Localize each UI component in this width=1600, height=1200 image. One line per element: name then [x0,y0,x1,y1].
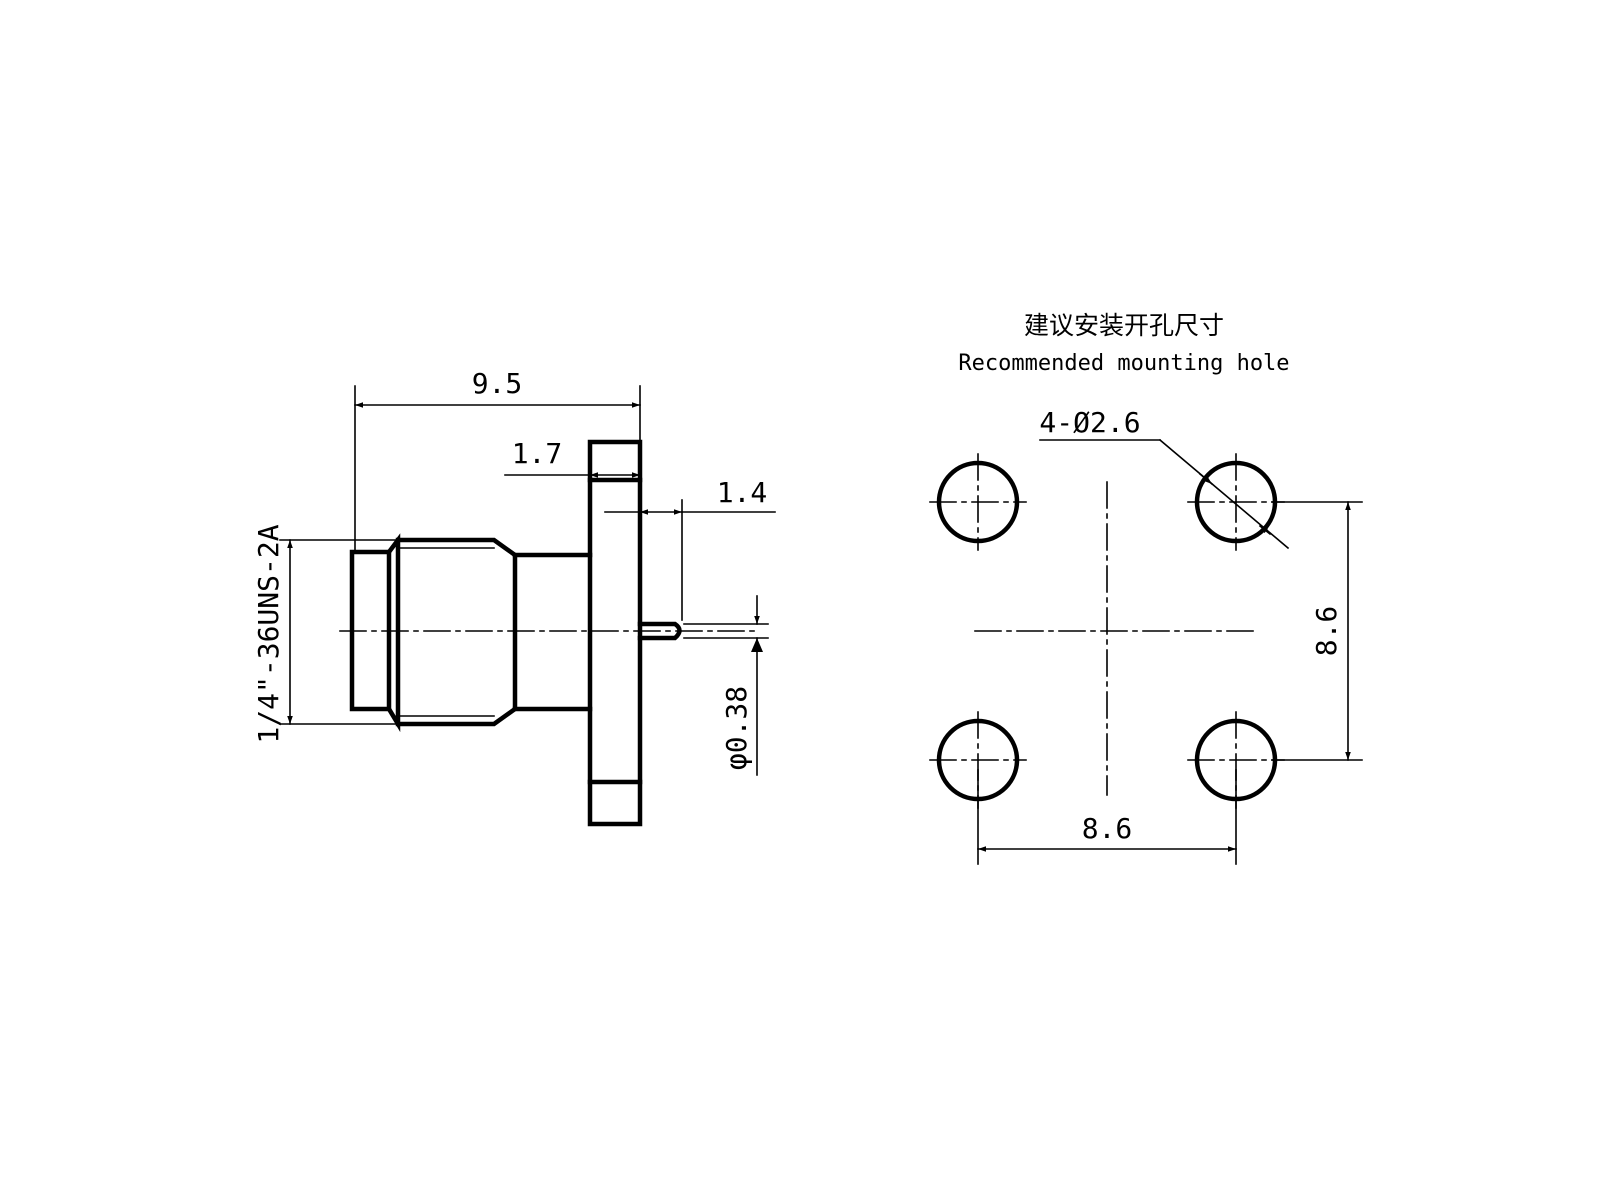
dim-thread: 1/4"-36UNS-2A [252,524,399,744]
mounting-title-en: Recommended mounting hole [958,351,1289,376]
dim-vertical-spacing-label: 8.6 [1310,606,1343,657]
thread-section [395,537,518,727]
dim-horizontal-spacing: 8.6 [977,769,1237,865]
dim-vertical-spacing: 8.6 [1271,501,1363,761]
mounting-hole-view: 建议安装开孔尺寸 Recommended mounting hole 4-Ø2.… [929,311,1363,865]
connector-body [339,439,761,827]
dim-pin-diameter: φ0.38 [683,595,769,776]
dim-pin-length: 1.4 [604,476,776,621]
dim-flange-thickness: 1.7 [504,437,641,478]
flange [587,439,643,827]
dim-flange-thickness-label: 1.7 [512,437,563,470]
dim-thread-label: 1/4"-36UNS-2A [252,524,285,743]
dim-horizontal-spacing-label: 8.6 [1082,812,1133,845]
hole-callout-label: 4-Ø2.6 [1039,406,1140,439]
side-view: 9.5 1.7 1.4 1/4"-36UNS-2A [252,367,776,827]
dim-overall-length-label: 9.5 [472,367,523,400]
hole-group [929,453,1285,809]
hole-callout: 4-Ø2.6 [1039,406,1290,550]
rear-shank [512,552,593,712]
mounting-title-cn: 建议安装开孔尺寸 [1024,311,1224,340]
dim-overall-length: 9.5 [354,367,641,553]
dim-pin-diameter-label: φ0.38 [720,686,753,770]
dim-pin-length-label: 1.4 [717,476,768,509]
